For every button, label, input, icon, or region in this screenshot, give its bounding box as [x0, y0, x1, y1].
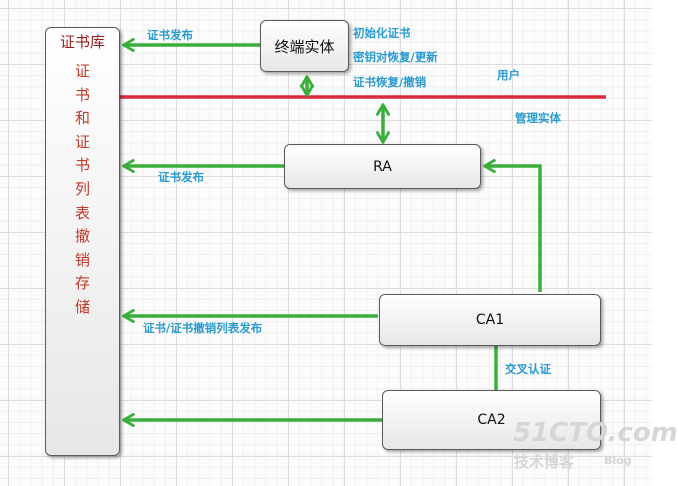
- watermark-main: 51CTO.com: [513, 418, 678, 448]
- label-key-recovery-update: 密钥对恢复/更新: [353, 50, 438, 64]
- label-cert-recovery-revoke: 证书恢复/撤销: [353, 75, 427, 89]
- repository-vertical-text: 证书和证书列表撤销存储: [74, 62, 90, 316]
- watermark-sub: 技术博客: [514, 453, 575, 471]
- label-cert-crl-publish: 证书/证书撤销列表发布: [143, 321, 263, 335]
- label-cert-publish-ra: 证书发布: [158, 170, 204, 184]
- label-management-entities: 管理实体: [515, 111, 561, 125]
- label-users: 用户: [497, 68, 520, 82]
- label-init-cert: 初始化证书: [353, 26, 411, 40]
- ca1-label: CA1: [475, 312, 505, 328]
- certificate-repository-box: 证书库 证书和证书列表撤销存储: [45, 27, 120, 456]
- ra-box: RA: [284, 144, 481, 189]
- ca2-label: CA2: [477, 412, 506, 428]
- watermark-blog: Blog: [604, 454, 632, 467]
- repository-title: 证书库: [59, 33, 105, 51]
- ca1-box: CA1: [379, 294, 601, 346]
- connector-layer: [119, 38, 606, 427]
- end-entity-box: 终端实体: [260, 20, 349, 72]
- arrow-ca1-to-ra: [483, 159, 542, 292]
- ra-label: RA: [373, 158, 392, 175]
- label-cross-certification: 交叉认证: [505, 362, 551, 376]
- label-cert-publish-top: 证书发布: [147, 28, 193, 42]
- ca2-box: CA2: [382, 390, 601, 450]
- end-entity-label: 终端实体: [274, 37, 335, 56]
